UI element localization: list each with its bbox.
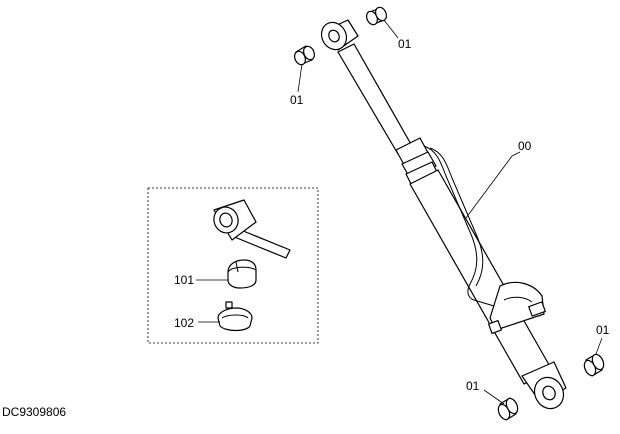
callout-band: 102 <box>174 316 194 330</box>
callout-seal-top-left: 01 <box>290 93 304 107</box>
callout-seal-bottom-right: 01 <box>596 323 610 337</box>
seal-ring-bottom-right <box>583 353 605 377</box>
cylinder-barrel <box>409 169 553 385</box>
cylinder-bottom-eye <box>521 361 567 410</box>
pipe-fitting <box>487 281 546 335</box>
detail-bushing <box>227 259 257 289</box>
seal-ring-bottom-left <box>497 397 519 421</box>
detail-rod-eye <box>213 199 291 259</box>
drawing-number: DC9309806 <box>2 405 66 419</box>
hydraulic-cylinder <box>320 19 567 410</box>
seal-ring-top-right <box>365 6 388 26</box>
detail-band <box>217 301 253 332</box>
seal-ring-top-left <box>293 45 316 66</box>
callout-seal-top-right: 01 <box>398 37 412 51</box>
rod-end-eye <box>320 19 359 51</box>
callout-bushing: 101 <box>174 273 194 287</box>
cylinder-gland <box>395 137 439 187</box>
detail-inset-box <box>147 187 319 344</box>
callout-seal-bottom-left: 01 <box>466 379 480 393</box>
cylinder-rod <box>337 43 413 155</box>
callout-cylinder-assembly: 00 <box>518 139 532 153</box>
